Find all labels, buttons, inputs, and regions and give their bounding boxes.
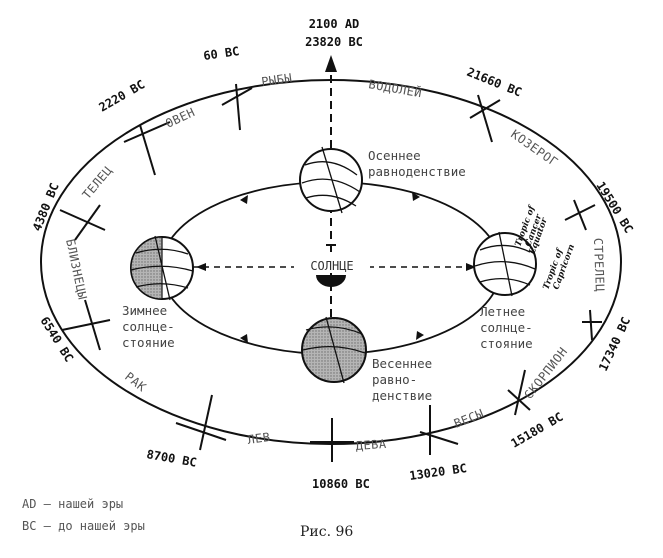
date-15180: 15180 BC [509,410,566,451]
figure-caption: Рис. 96 [300,524,353,540]
date-top-bc: 23820 BC [305,35,363,49]
autumn-label-1: Осеннее [368,148,421,163]
date-8700: 8700 BC [145,447,197,470]
summer-label-3: стояние [480,336,533,351]
date-21660: 21660 BC [465,65,524,100]
winter-label-2: солнце- [122,319,175,334]
zodiac-strelets: СТРЕЛЕЦ [591,238,607,293]
sun-icon [316,244,346,287]
summer-label-2: солнце- [480,320,533,335]
zodiac-oven: ОВЕН [163,105,197,131]
zodiac-bliznetsy: БЛИЗНЕЦЫ [63,238,90,301]
date-13020: 13020 BC [408,461,467,483]
zodiac-telets: ТЕЛЕЦ [80,163,116,202]
date-60: 60 BC [202,44,240,63]
zodiac-ryby: РЫБЫ [260,71,293,89]
earth-spring-equinox [301,316,367,384]
winter-label-3: стояние [122,335,175,350]
zodiac-vodoley: ВОДОЛЕЙ [367,76,423,100]
date-10860: 10860 BC [312,477,370,491]
sun-label: СОЛНЦЕ [310,259,353,273]
summer-label-1: Летнее [480,304,525,319]
legend-bc: BC – до нашей эры [22,519,145,533]
date-17340: 17340 BC [596,315,633,373]
date-2220: 2220 BC [97,77,148,114]
legend-ad: AD – нашей эры [22,497,123,511]
right-arrow-icon [466,263,476,271]
earth-summer-solstice [473,231,537,297]
spring-label-3: денствие [372,388,432,403]
earth-autumn-equinox [299,146,363,214]
zodiac-dividers [59,83,602,462]
autumn-label-2: равноденствие [368,164,466,179]
top-arrow-icon [325,55,337,72]
zodiac-deva: ДЕВА [355,437,387,453]
spring-label-2: равно- [372,372,417,387]
earth-winter-solstice [130,235,194,301]
orbit-arrows [240,192,424,343]
zodiac-lev: ЛЕВ [246,430,271,447]
zodiac-skorpion: СКОРПИОН [521,345,570,402]
date-top-ad: 2100 AD [309,17,360,31]
date-4380: 4380 BC [30,181,62,233]
zodiac-vesy: ВЕСЫ [452,406,486,431]
winter-label-1: Зимнее [122,303,167,318]
spring-label-1: Весеннее [372,356,432,371]
left-arrow-icon [196,263,206,271]
